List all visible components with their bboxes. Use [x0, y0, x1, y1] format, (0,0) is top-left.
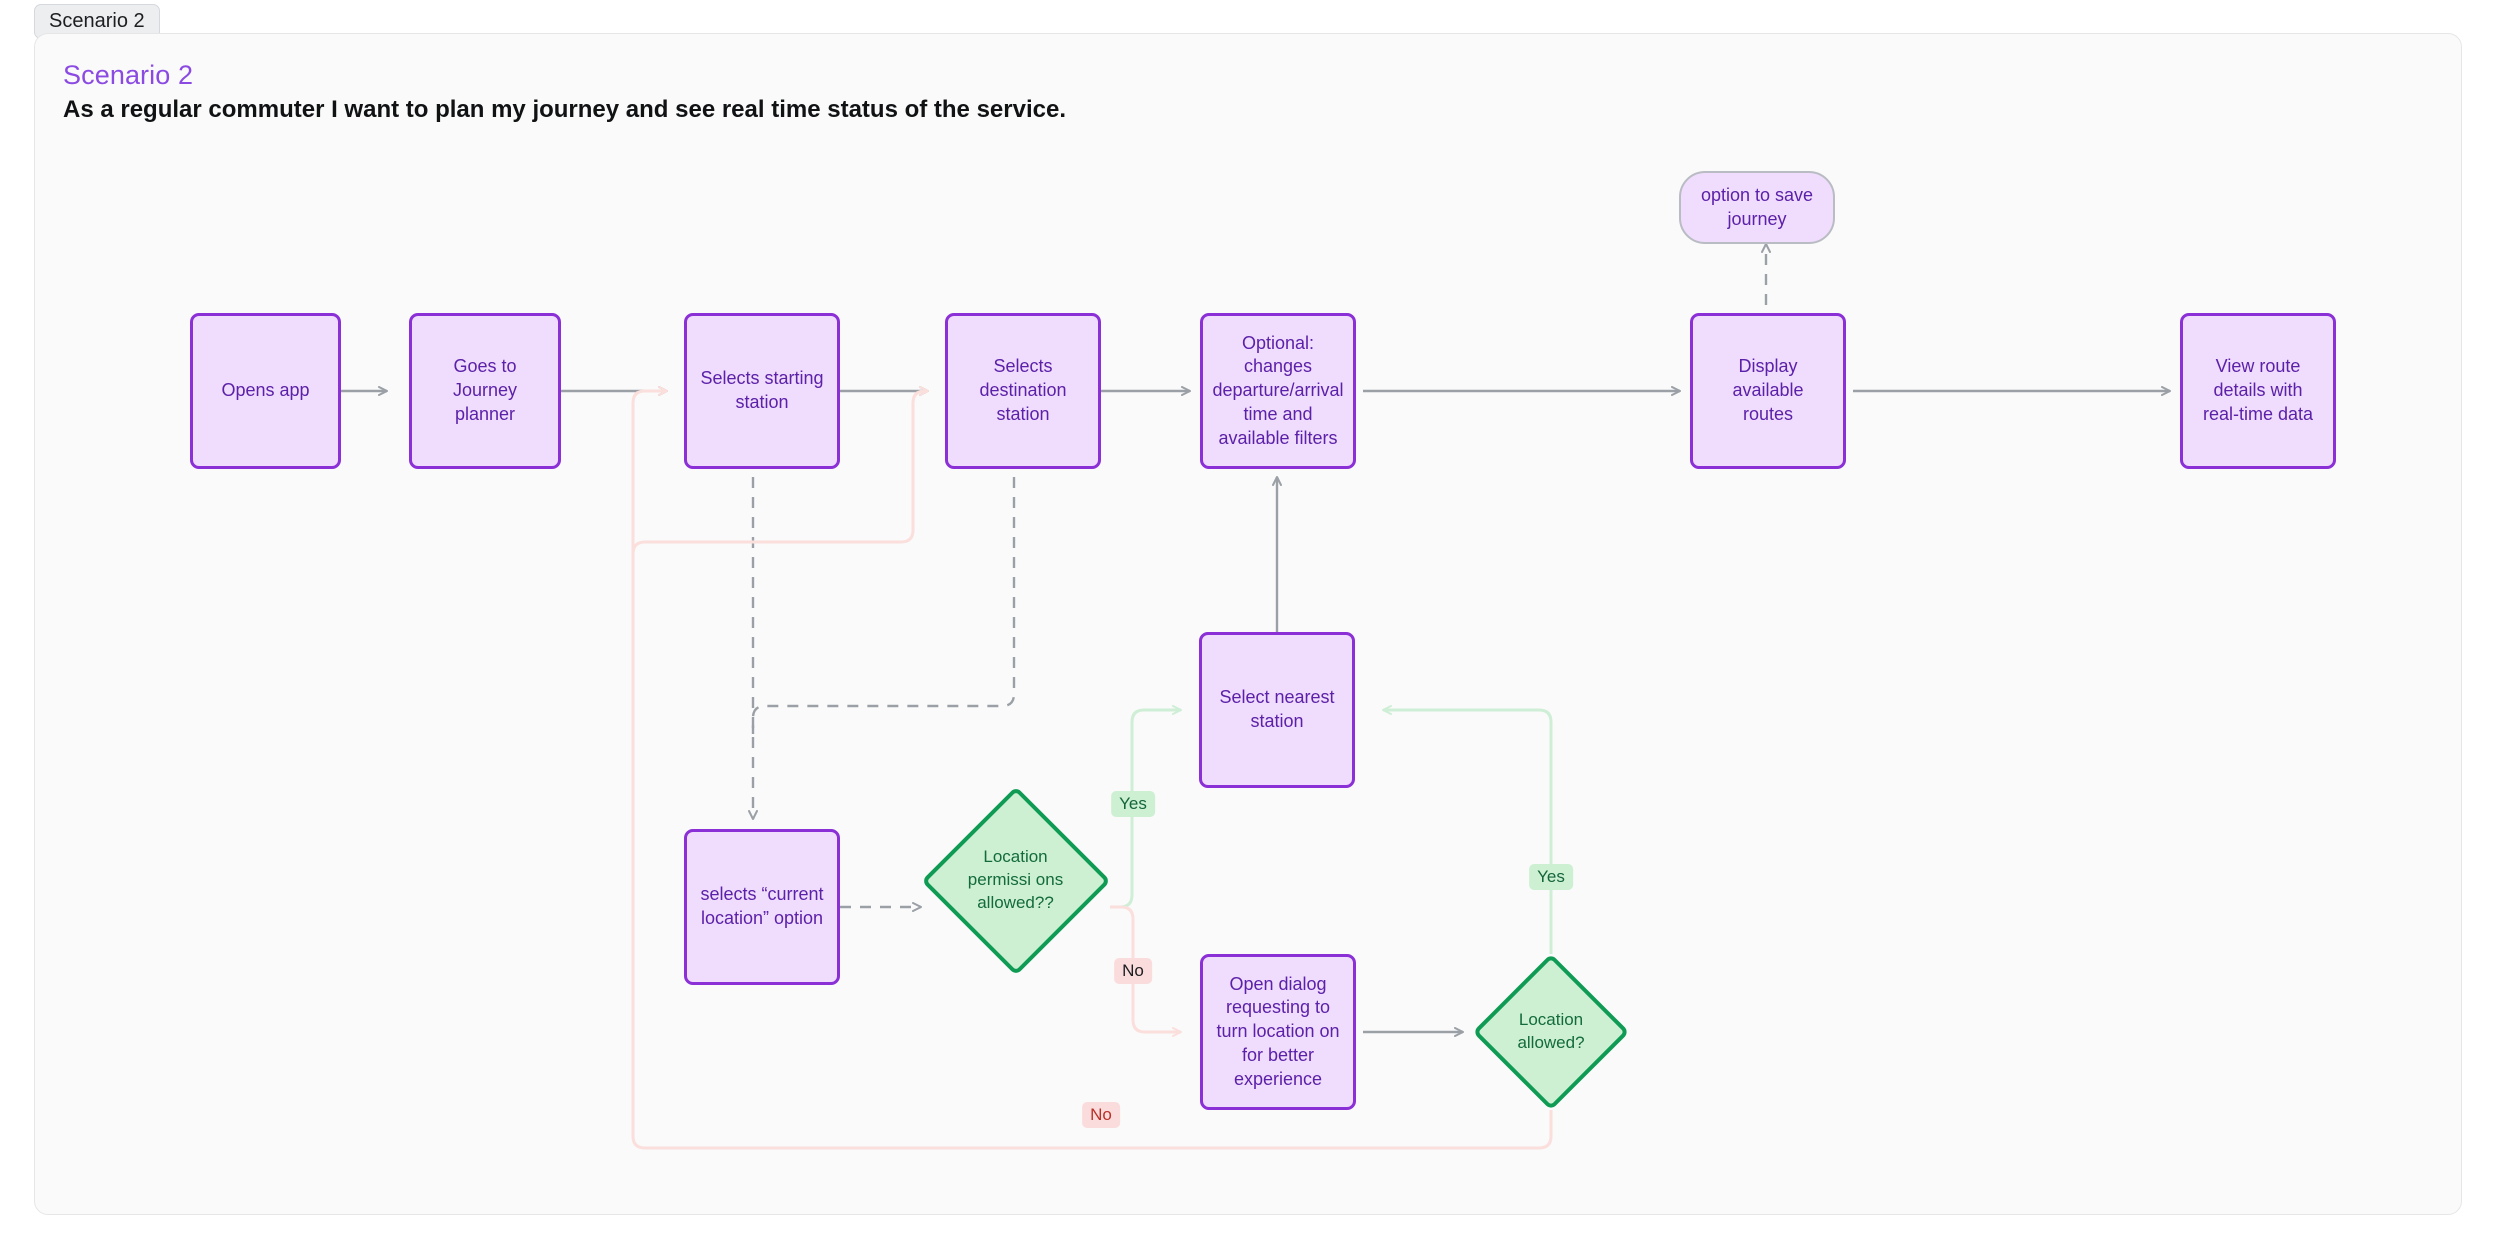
node-label: Display available routes — [1732, 356, 1804, 424]
edge-locallowed-yes-nearest — [1382, 705, 1553, 954]
edge-deststation-currentlocation — [751, 477, 1016, 734]
node-select-nearest-station[interactable]: Select nearest station — [1199, 632, 1355, 788]
node-view-route-details[interactable]: View route details with real-time data — [2180, 313, 2336, 469]
node-label: Location permissi ons allowed?? — [967, 847, 1064, 912]
node-selects-destination-station[interactable]: Selects destination station — [945, 313, 1101, 469]
node-label: Opens app — [221, 380, 310, 401]
node-label: View route details with real-time data — [2202, 356, 2314, 424]
page-subtitle: As a regular commuter I want to plan my … — [63, 96, 1066, 123]
edge-label-no-location-allowed: No — [1082, 1102, 1120, 1128]
node-label: Optional: changes departure/arrival time… — [1212, 332, 1344, 448]
page-title: Scenario 2 — [63, 60, 194, 90]
node-selects-starting-station[interactable]: Selects starting station — [684, 313, 840, 469]
edge-label-yes-location-allowed: Yes — [1529, 864, 1573, 890]
node-display-available-routes[interactable]: Display available routes — [1690, 313, 1846, 469]
flowchart-canvas[interactable]: Opens app Goes to Journey planner Select… — [35, 34, 2461, 1214]
node-location-permissions-allowed[interactable]: Location permissi ons allowed?? — [920, 785, 1111, 976]
node-label: Selects destination station — [979, 356, 1067, 424]
node-label: Open dialog requesting to turn location … — [1216, 973, 1340, 1089]
edge-return-deststation — [631, 386, 929, 555]
node-label: selects “current location” option — [700, 884, 824, 928]
node-optional-filters[interactable]: Optional: changes departure/arrival time… — [1200, 313, 1356, 469]
node-label: Select nearest station — [1219, 687, 1335, 731]
scenario-card: Scenario 2 As a regular commuter I want … — [34, 33, 2462, 1215]
node-opens-app[interactable]: Opens app — [190, 313, 341, 469]
node-label: Goes to Journey planner — [452, 356, 518, 424]
node-location-allowed[interactable]: Location allowed? — [1463, 953, 1639, 1111]
node-option-to-save-journey[interactable]: option to save journey — [1679, 171, 1835, 244]
node-label: Selects starting station — [700, 368, 824, 412]
node-open-dialog-location[interactable]: Open dialog requesting to turn location … — [1200, 954, 1356, 1110]
edge-label-yes-permissions: Yes — [1111, 791, 1155, 817]
node-label: Location allowed? — [1517, 1010, 1585, 1052]
edge-label-no-permissions: No — [1114, 958, 1152, 984]
edge-locallowed-no-startstation — [631, 386, 1553, 1150]
node-label: option to save journey — [1700, 184, 1814, 229]
edge-layer — [341, 243, 2171, 1150]
node-selects-current-location[interactable]: selects “current location” option — [684, 829, 840, 985]
node-goes-to-journey-planner[interactable]: Goes to Journey planner — [409, 313, 561, 469]
